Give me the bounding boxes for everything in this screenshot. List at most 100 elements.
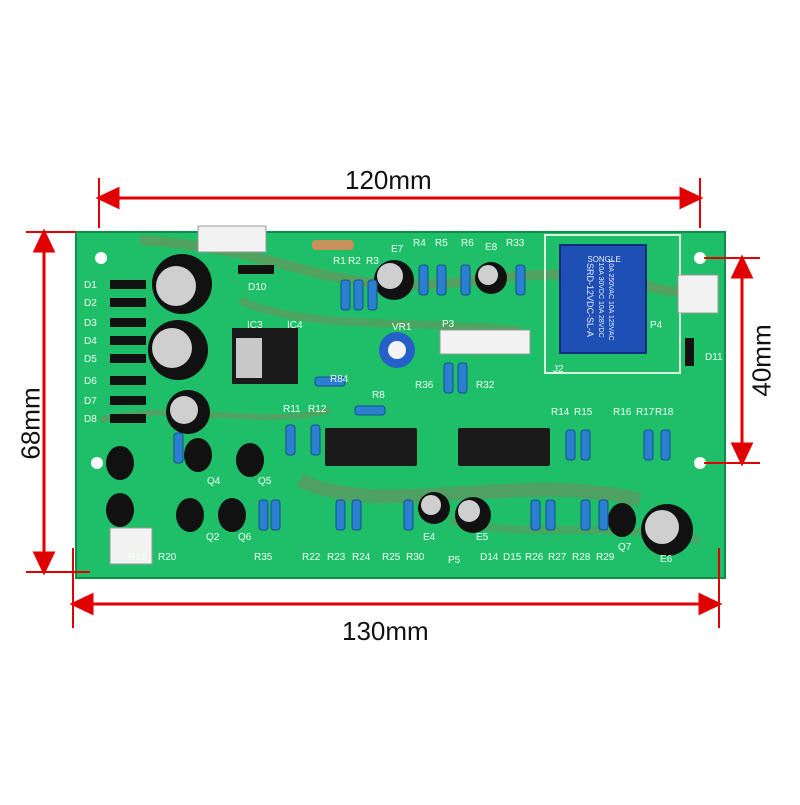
silkscreen-label: D2 xyxy=(84,298,97,309)
silkscreen-label: D7 xyxy=(84,396,97,407)
silkscreen-label: R23 xyxy=(327,552,346,563)
mount-hole xyxy=(95,252,107,264)
transistor xyxy=(184,438,212,472)
relay: SONGLE 10A 250VAC 10A 125VAC 10A 30VDC 1… xyxy=(544,234,681,374)
silkscreen-label: R17 xyxy=(636,407,655,418)
silkscreen-label: R25 xyxy=(382,552,401,563)
diode-stack xyxy=(110,280,146,423)
mount-hole xyxy=(694,252,706,264)
resistor xyxy=(643,429,654,461)
silkscreen-label: Q2 xyxy=(206,532,220,543)
silkscreen-label: D10 xyxy=(248,282,267,293)
regulator-tab xyxy=(236,338,262,378)
resistor xyxy=(367,279,378,311)
silkscreen-label: R8 xyxy=(372,390,385,401)
silkscreen-label: D11 xyxy=(705,352,723,363)
resistor xyxy=(418,264,429,296)
dimension-label-bottom-width: 130mm xyxy=(342,616,429,646)
resistor xyxy=(443,362,454,394)
silkscreen-label: R5 xyxy=(435,238,448,249)
silkscreen-label: Q7 xyxy=(618,542,632,553)
silkscreen-label: R2 xyxy=(348,256,361,267)
silkscreen-label: R35 xyxy=(254,552,273,563)
connector xyxy=(677,274,719,314)
silkscreen-label: R24 xyxy=(352,552,371,563)
silkscreen-label: IC4 xyxy=(287,320,303,331)
silkscreen-label: R84 xyxy=(330,374,349,385)
silkscreen-label: R4 xyxy=(413,238,426,249)
resistor xyxy=(598,499,609,531)
transistor xyxy=(236,443,264,477)
resistor xyxy=(314,376,346,387)
mount-hole xyxy=(694,457,706,469)
silkscreen-label: D4 xyxy=(84,336,97,347)
silkscreen-label: E8 xyxy=(485,242,498,253)
silkscreen-label: R28 xyxy=(572,552,591,563)
silkscreen-label: P4 xyxy=(650,320,663,331)
silkscreen-label: J2 xyxy=(553,364,564,375)
dimension-label-left-height: 68mm xyxy=(15,387,46,460)
svg-text:10A 250VAC 10A 125VAC: 10A 250VAC 10A 125VAC xyxy=(607,259,614,340)
resistor xyxy=(353,279,364,311)
silkscreen-label: D8 xyxy=(84,414,97,425)
silkscreen-label: D3 xyxy=(84,318,97,329)
silkscreen-label: R3 xyxy=(366,256,379,267)
resistor xyxy=(580,499,591,531)
resistor xyxy=(270,499,281,531)
transistor xyxy=(218,498,246,532)
silkscreen-label: R19 xyxy=(128,552,147,563)
transistor xyxy=(176,498,204,532)
resistor xyxy=(354,405,386,416)
resistor xyxy=(312,240,354,250)
silkscreen-label: D15 xyxy=(503,552,522,563)
silkscreen-label: Q5 xyxy=(258,476,272,487)
silkscreen-label: R36 xyxy=(415,380,434,391)
silkscreen-label: R20 xyxy=(158,552,177,563)
diode xyxy=(685,338,694,366)
resistor xyxy=(340,279,351,311)
resistor xyxy=(351,499,362,531)
silkscreen-label: E6 xyxy=(660,554,673,565)
silkscreen-label: Q4 xyxy=(207,476,221,487)
dimension-label-right-height: 40mm xyxy=(746,324,777,397)
silkscreen-label: R29 xyxy=(596,552,615,563)
resistor xyxy=(457,362,468,394)
silkscreen-label: P5 xyxy=(448,555,461,566)
silkscreen-label: R14 xyxy=(551,407,570,418)
ic-chip xyxy=(458,428,550,466)
silkscreen-label: R11 xyxy=(283,404,301,415)
diode xyxy=(238,265,274,274)
svg-text:SONGLE: SONGLE xyxy=(587,255,620,264)
svg-text:SRD-12VDC-SL-A: SRD-12VDC-SL-A xyxy=(585,263,595,337)
silkscreen-label: D14 xyxy=(480,552,499,563)
resistor xyxy=(285,424,296,456)
silkscreen-label: VR1 xyxy=(392,322,412,333)
dimension-label-top-width: 120mm xyxy=(345,165,432,195)
resistor xyxy=(580,429,591,461)
resistor xyxy=(545,499,556,531)
ic-chip xyxy=(325,428,417,466)
silkscreen-label: R18 xyxy=(655,407,674,418)
connector xyxy=(197,225,267,253)
silkscreen-label: P3 xyxy=(442,319,455,330)
silkscreen-label: R12 xyxy=(308,404,327,415)
silkscreen-label: R6 xyxy=(461,238,474,249)
resistor xyxy=(460,264,471,296)
connector xyxy=(439,329,531,355)
silkscreen-label: Q6 xyxy=(238,532,252,543)
silkscreen-label: R32 xyxy=(476,380,495,391)
resistor xyxy=(660,429,671,461)
resistor xyxy=(403,499,414,531)
silkscreen-label: E5 xyxy=(476,532,489,543)
silkscreen-label: IC3 xyxy=(247,320,263,331)
transistor xyxy=(106,493,134,527)
circuit-board: SONGLE 10A 250VAC 10A 125VAC 10A 30VDC 1… xyxy=(75,225,726,579)
silkscreen-label: D6 xyxy=(84,376,97,387)
silkscreen-label: R33 xyxy=(506,238,525,249)
connector xyxy=(109,527,153,565)
silkscreen-label: R16 xyxy=(613,407,632,418)
silkscreen-label: R27 xyxy=(548,552,567,563)
